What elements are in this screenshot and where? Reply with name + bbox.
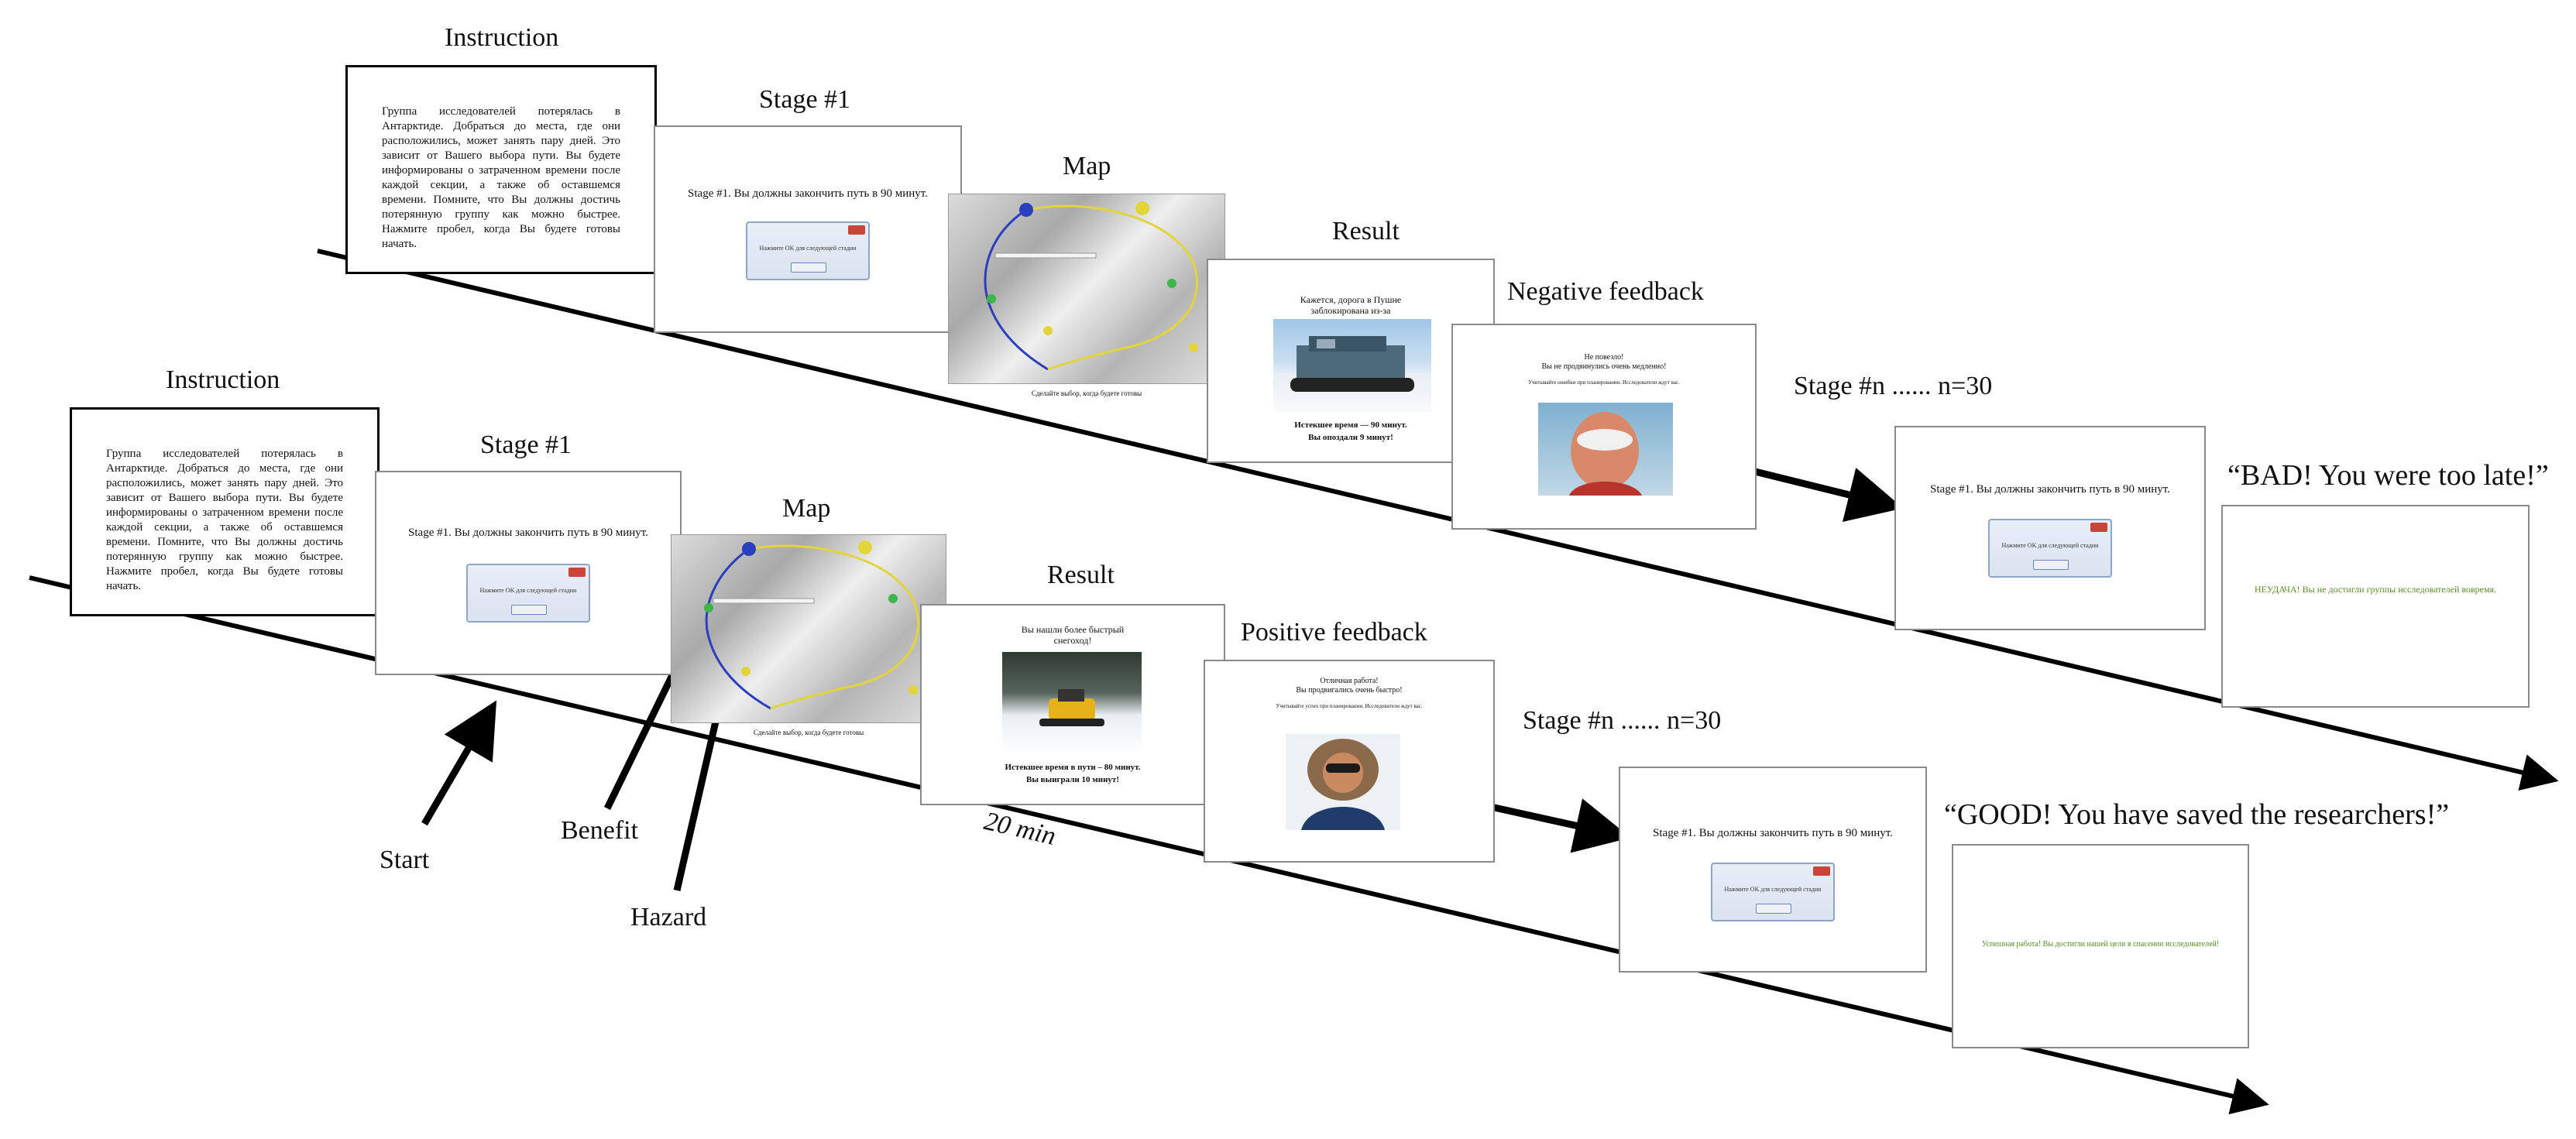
ok-button [2033, 560, 2069, 570]
route-map [704, 540, 920, 710]
stage-n-card-bottom: Stage #1. Вы должны закончить путь в 90 … [1619, 767, 1927, 973]
feedback-subtitle: Вы продвигались очень быстро! [1296, 686, 1403, 695]
stage-text: Stage #1. Вы должны закончить путь в 90 … [408, 527, 648, 539]
bad-quote: “BAD! You were too late!” [2227, 459, 2549, 492]
good-end-card: Успешная работа! Вы достигли нашей цели … [1952, 844, 2249, 1048]
hazard-marker [908, 685, 918, 695]
result-time-gained: Вы выиграли 10 минут! [1026, 775, 1119, 784]
result-label: Result [1047, 561, 1115, 589]
good-quote: “GOOD! You have saved the researchers!” [1944, 798, 2450, 831]
stage-text: Stage #1. Вы должны закончить путь в 90 … [1653, 827, 1893, 839]
benefit-marker [1167, 279, 1176, 288]
result-label: Result [1332, 217, 1400, 245]
bad-end-message: НЕУДАЧА! Вы не достигли группы исследова… [2254, 584, 2497, 595]
goal-marker [1135, 201, 1149, 215]
snowmobile-photo [1002, 652, 1142, 754]
ok-button [1756, 904, 1791, 914]
stage-n-card-top: Stage #1. Вы должны закончить путь в 90 … [1894, 426, 2206, 630]
close-icon [2090, 523, 2107, 532]
positive-feedback-card: Отличная работа! Вы продвигались очень б… [1204, 660, 1495, 863]
frozen-explorer-photo [1538, 403, 1673, 496]
stage1-label: Stage #1 [480, 431, 572, 459]
start-marker [742, 542, 756, 556]
hazard-label: Hazard [630, 903, 707, 931]
instruction-text: Группа исследователей потерялась в Антар… [382, 105, 620, 250]
stage-n-label-bottom: Stage #n ...... n=30 [1523, 706, 1722, 735]
result-title: Кажется, дорога в Пушне заблокирована из… [1300, 294, 1402, 316]
stage-text: Stage #1. Вы должны закончить путь в 90 … [1930, 483, 2170, 496]
map-label: Map [1063, 152, 1111, 180]
hazard-marker [1189, 343, 1198, 352]
stage1-card: Stage #1. Вы должны закончить путь в 90 … [375, 471, 682, 675]
result-title: Вы нашли более быстрый [1021, 624, 1125, 635]
result-elapsed-time: Истекшее время — 90 минут. [1294, 420, 1407, 430]
feedback-subtitle: Вы не продвинулись очень медленно! [1541, 362, 1667, 371]
positive-feedback-label: Positive feedback [1241, 618, 1427, 647]
dialog-text: Нажмите OK для следующей стадии [759, 245, 857, 252]
route-map [984, 201, 1199, 371]
goal-marker [858, 540, 872, 554]
benefit-label: Benefit [561, 816, 639, 845]
instruction-label: Instruction [166, 365, 280, 394]
stage-n-label-top: Stage #n ...... n=30 [1794, 372, 1993, 400]
result-elapsed-time: Истекшее время в пути – 80 минут. [1005, 763, 1141, 772]
close-icon [568, 568, 586, 577]
dialog-text: Нажмите OK для следующей стадии [2001, 542, 2099, 549]
feedback-note: Учитывайте ошибки при планировании. Иссл… [1528, 379, 1680, 386]
dialog-text: Нажмите OK для следующей стадии [479, 587, 577, 594]
negative-feedback-label: Negative feedback [1507, 277, 1704, 306]
stage-dialog: Нажмите OK для следующей стадии [1988, 519, 2112, 578]
stage-text: Stage #1. Вы должны закончить путь в 90 … [688, 187, 928, 200]
result-time-lost: Вы опоздали 9 минут! [1308, 433, 1393, 442]
map-screen: Сделайте выбор, когда будете готовы [948, 194, 1225, 397]
instruction-label: Instruction [445, 23, 559, 52]
start-label: Start [380, 846, 430, 874]
close-icon [848, 225, 865, 235]
top-timeline-arrow [317, 249, 2559, 791]
feedback-title: Отличная работа! [1320, 677, 1379, 685]
negative-feedback-card: Не повезло! Вы не продвинулись очень мед… [1451, 324, 1757, 530]
result-title-line2: снегоход! [1053, 635, 1092, 646]
ok-button [511, 605, 547, 615]
feedback-title: Не повезло! [1584, 353, 1624, 362]
ok-button [791, 262, 826, 273]
dialog-text: Нажмите OK для следующей стадии [1724, 886, 1822, 893]
stage-dialog: Нажмите OK для следующей стадии [746, 221, 870, 280]
instruction-card: Группа исследователей потерялась в Антар… [345, 65, 657, 274]
good-end-message: Успешная работа! Вы достигли нашей цели … [1981, 940, 2220, 949]
map-label: Map [782, 494, 831, 523]
top-stage-n-arrow [1750, 467, 1904, 522]
result-card-negative: Кажется, дорога в Пушне заблокирована из… [1207, 259, 1495, 463]
instruction-text: Группа исследователей потерялась в Антар… [106, 448, 343, 592]
stage-dialog: Нажмите OK для следующей стадии [1711, 863, 1835, 921]
instruction-card: Группа исследователей потерялась в Антар… [70, 407, 380, 616]
bottom-stage-n-arrow [1490, 798, 1631, 853]
snowcat-photo [1273, 319, 1431, 412]
start-marker [1019, 203, 1033, 217]
map-caption: Сделайте выбор, когда будете готовы [1031, 389, 1142, 397]
map-caption: Сделайте выбор, когда будете готовы [753, 729, 864, 736]
stage-dialog: Нажмите OK для следующей стадии [466, 564, 590, 623]
benefit-marker [704, 603, 713, 612]
benefit-marker [888, 594, 898, 603]
bad-end-card: НЕУДАЧА! Вы не достигли группы исследова… [2221, 505, 2530, 708]
stage1-label: Stage #1 [759, 85, 851, 114]
feedback-note: Учитывайте успех при планировании. Иссле… [1276, 703, 1423, 709]
start-pointer-arrow [421, 700, 497, 826]
result-card-positive: Вы нашли более быстрый снегоход! Истекше… [920, 604, 1225, 805]
explorer-in-parka-photo [1286, 734, 1400, 830]
hazard-marker [1043, 326, 1053, 335]
stage1-card: Stage #1. Вы должны закончить путь в 90 … [654, 125, 962, 333]
benefit-marker [987, 294, 996, 304]
close-icon [1813, 866, 1830, 876]
map-screen: Сделайте выбор, когда будете готовы [671, 534, 946, 736]
hazard-marker [741, 667, 750, 676]
